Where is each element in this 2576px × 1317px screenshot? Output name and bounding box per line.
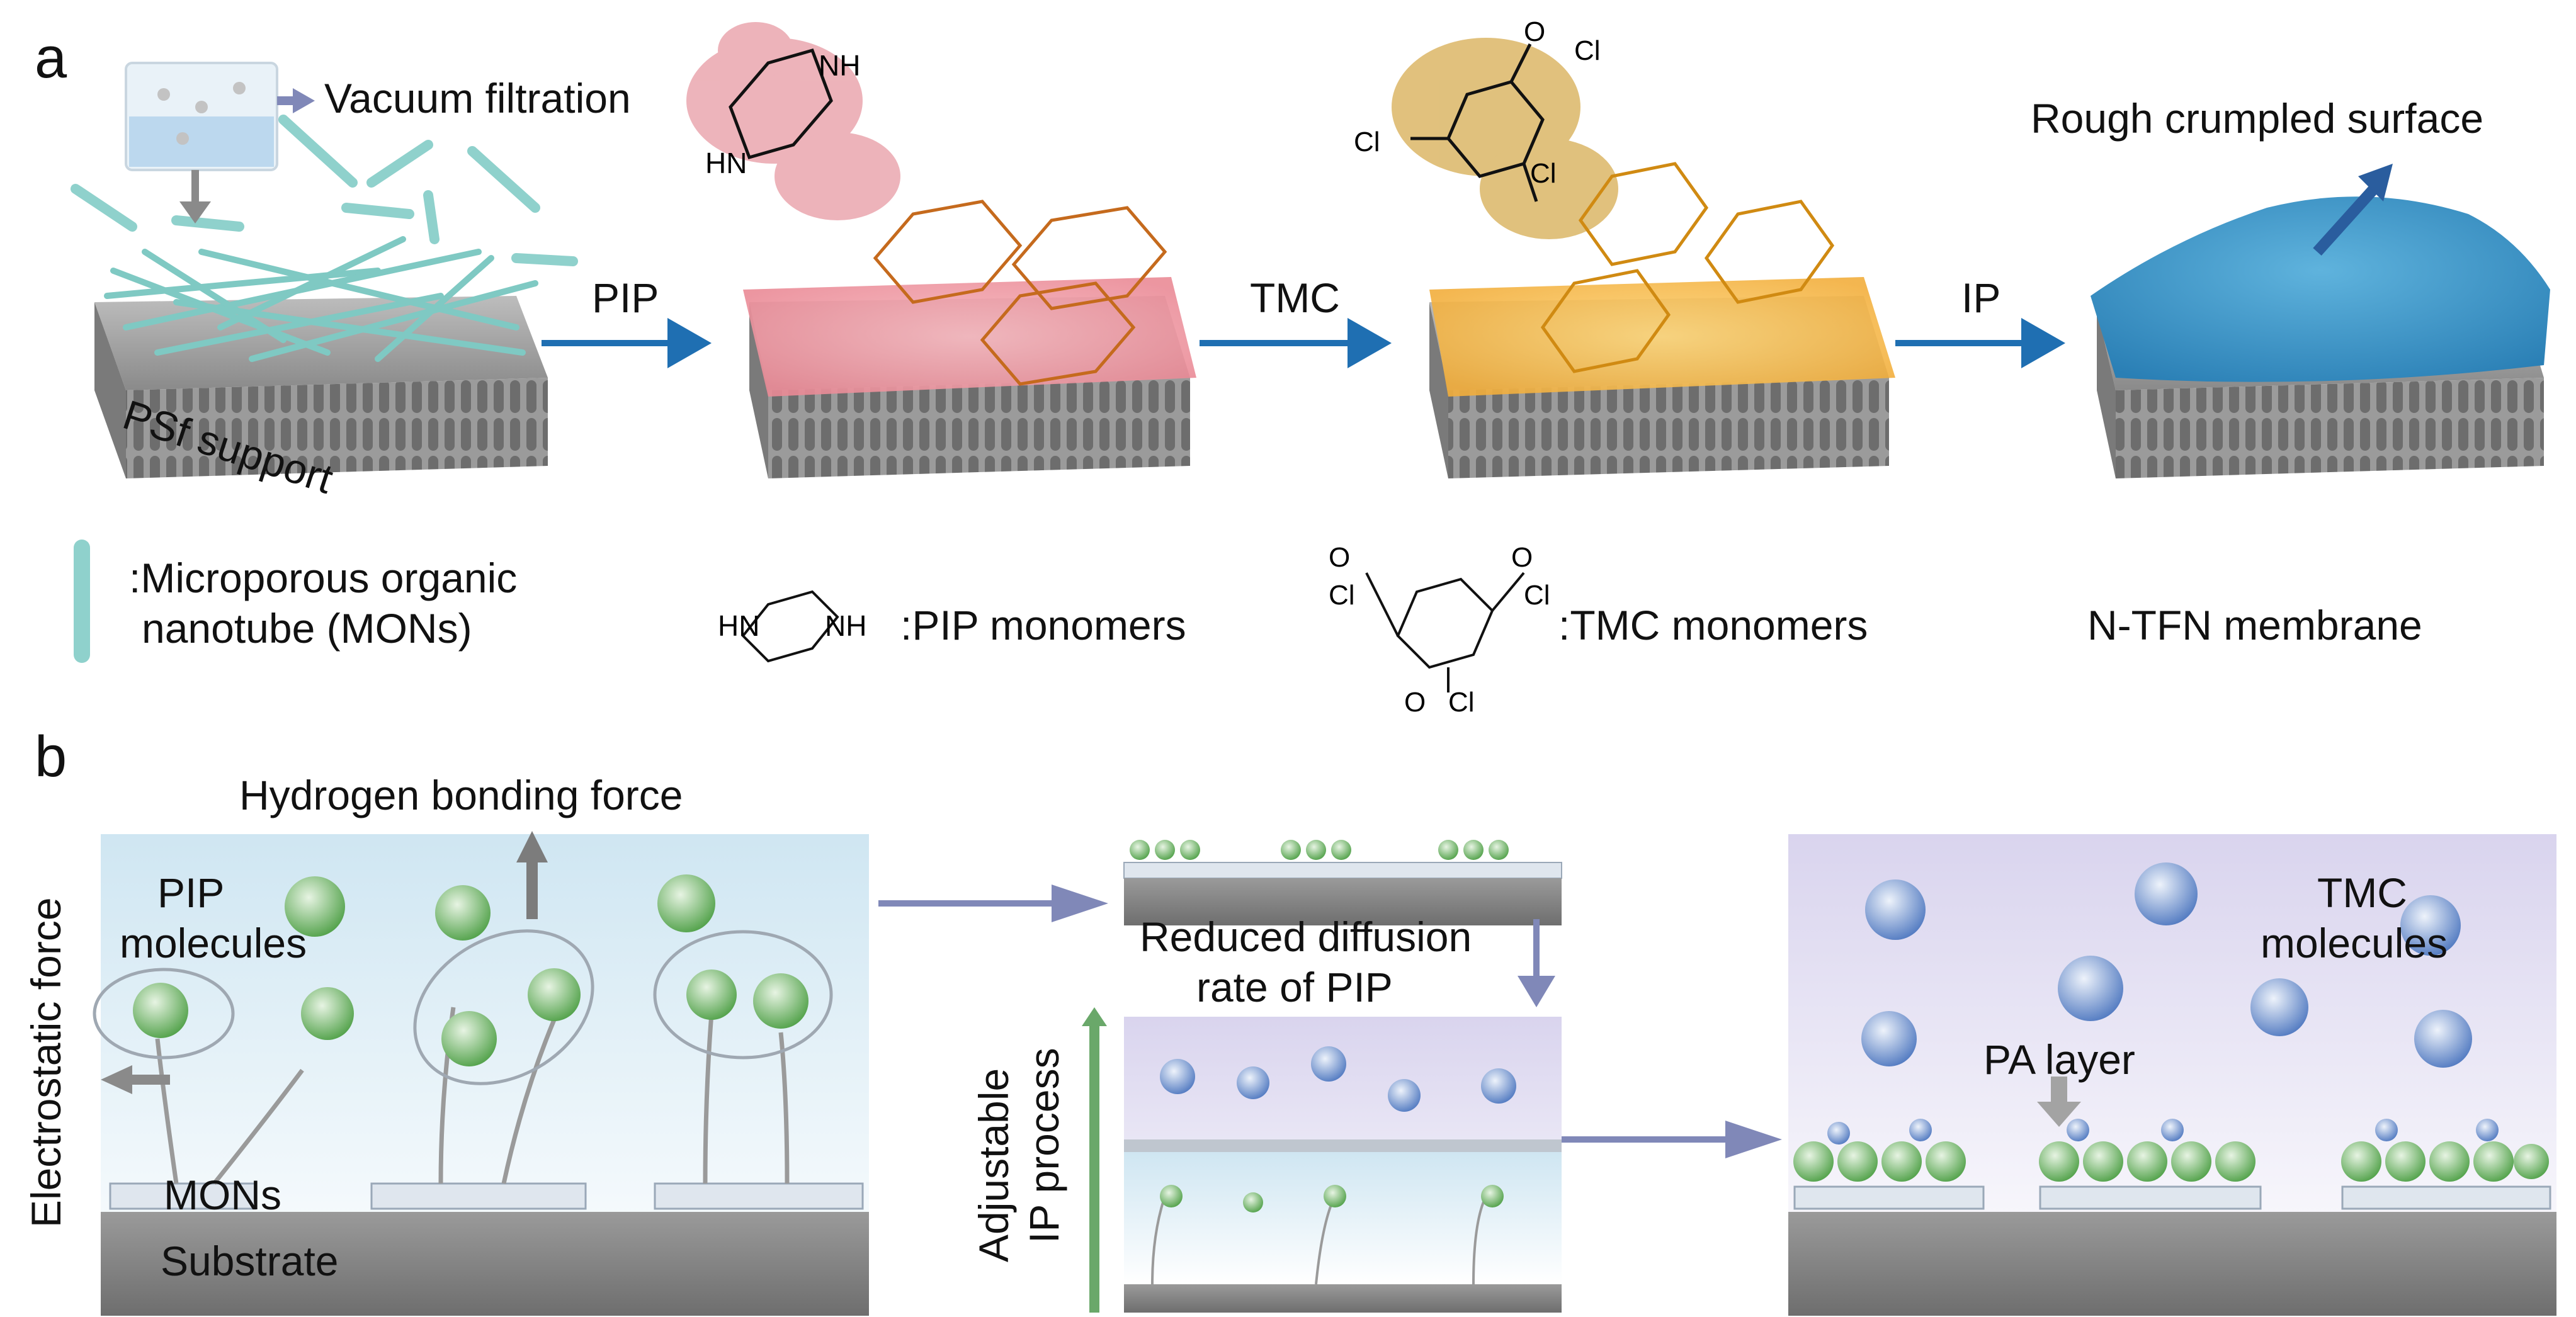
pa-layer-label: PA layer bbox=[1983, 1036, 2135, 1083]
hydrogen-bonding-label: Hydrogen bonding force bbox=[239, 772, 683, 818]
middle-bottom-box bbox=[1124, 1017, 1562, 1313]
legend-pip-ring-icon bbox=[741, 590, 839, 663]
pip-molecules-label-line1: PIP bbox=[157, 869, 225, 916]
chem-hn-label: HN bbox=[705, 147, 747, 179]
step-arrow-pip bbox=[542, 318, 712, 368]
panel-a-illustration: NH HN O Cl Cl Cl bbox=[71, 16, 2550, 718]
arrow-middle-down bbox=[1518, 919, 1555, 1007]
panel-a-letter: a bbox=[35, 26, 67, 90]
legend-ntfn-label: N-TFN membrane bbox=[2087, 602, 2422, 648]
legend-mons-line1: :Microporous organic bbox=[129, 555, 518, 601]
step-ip-label: IP bbox=[1961, 274, 2001, 321]
legend-tmc-structure-icon bbox=[1365, 572, 1525, 692]
rough-surface-arrow bbox=[2313, 184, 2378, 256]
middle-top-box bbox=[1123, 840, 1562, 925]
adjustable-line2: IP process bbox=[1021, 1048, 1067, 1243]
legend-tmc-o-3: O bbox=[1404, 687, 1426, 718]
pip-cloud bbox=[686, 22, 900, 220]
step-tmc-label: TMC bbox=[1250, 274, 1340, 321]
legend-mons-line2: nanotube (MONs) bbox=[142, 605, 472, 652]
legend-tmc-o-1: O bbox=[1329, 542, 1350, 573]
arrow-left-to-middle bbox=[878, 885, 1108, 922]
chem-cl-label-1: Cl bbox=[1574, 35, 1601, 66]
mons-network bbox=[104, 236, 538, 362]
pip-layer bbox=[743, 277, 1196, 397]
funnel-down-arrow-head bbox=[179, 201, 211, 223]
arrow-middle-to-right bbox=[1562, 1121, 1782, 1158]
pip-rings-on-layer bbox=[873, 200, 1167, 386]
reduced-diffusion-line1: Reduced diffusion bbox=[1140, 913, 1472, 960]
chem-cl-label-3: Cl bbox=[1530, 158, 1557, 189]
legend-pip-hn: HN bbox=[718, 609, 759, 642]
rough-surface-label: Rough crumpled surface bbox=[2031, 95, 2484, 142]
vacuum-arrow-head bbox=[293, 88, 315, 113]
pa-rough-surface bbox=[2091, 196, 2550, 382]
tmc-ring-structure-black bbox=[1410, 43, 1545, 202]
rough-surface-arrow-head bbox=[2358, 164, 2393, 201]
tmc-molecules-label-line1: TMC bbox=[2317, 869, 2407, 916]
tmc-molecules-label-line2: molecules bbox=[2261, 920, 2448, 966]
electrostatic-label: Electrostatic force bbox=[23, 897, 69, 1228]
step-arrow-ip bbox=[1895, 318, 2065, 368]
pip-molecules-label-line2: molecules bbox=[120, 920, 307, 966]
adjustable-line1: Adjustable bbox=[970, 1068, 1017, 1262]
pa-layer-molecules bbox=[1793, 1119, 2549, 1182]
legend-pip-nh: NH bbox=[825, 609, 866, 642]
substrate-label: Substrate bbox=[161, 1238, 339, 1284]
loose-nanotubes bbox=[71, 115, 578, 266]
legend-tmc-cl-1: Cl bbox=[1329, 580, 1355, 611]
adjustable-bar bbox=[1089, 1020, 1099, 1313]
legend-tmc-cl-3: Cl bbox=[1448, 687, 1475, 718]
tmc-molecules-right bbox=[1861, 862, 2472, 1068]
hydrogen-bond-arrow-head bbox=[516, 831, 548, 862]
panel-b-illustration bbox=[93, 831, 2556, 1316]
pip-molecules-left bbox=[133, 874, 809, 1066]
mons-label: MONs bbox=[164, 1172, 281, 1218]
legend-tmc-o-2: O bbox=[1511, 542, 1533, 573]
vacuum-filtration-label: Vacuum filtration bbox=[324, 75, 631, 122]
tmc-rings-on-layer bbox=[1540, 162, 1835, 373]
pa-layer-arrow-head bbox=[2037, 1102, 2081, 1127]
pip-ring-structure-black bbox=[729, 48, 833, 160]
reduced-diffusion-line2: rate of PIP bbox=[1196, 964, 1393, 1010]
step-pip-label: PIP bbox=[592, 274, 659, 321]
chem-o-label-1: O bbox=[1524, 16, 1545, 47]
electrostatic-arrow-head bbox=[101, 1065, 132, 1094]
step-arrow-tmc bbox=[1200, 318, 1392, 368]
chem-nh-label: NH bbox=[819, 49, 860, 82]
tmc-layer bbox=[1429, 277, 1895, 397]
adjustable-bar-head bbox=[1082, 1007, 1107, 1026]
legend-tmc-label: :TMC monomers bbox=[1558, 602, 1868, 648]
mons-fibers-left bbox=[155, 1007, 790, 1185]
legend-tmc-cl-2: Cl bbox=[1524, 580, 1550, 611]
chem-cl-label-2: Cl bbox=[1354, 127, 1380, 157]
hydration-rings-left bbox=[93, 929, 833, 1085]
legend-pip-label: :PIP monomers bbox=[900, 602, 1186, 648]
filtration-funnel-icon bbox=[125, 62, 278, 171]
panel-b-letter: b bbox=[35, 725, 67, 789]
left-box bbox=[101, 834, 869, 1316]
